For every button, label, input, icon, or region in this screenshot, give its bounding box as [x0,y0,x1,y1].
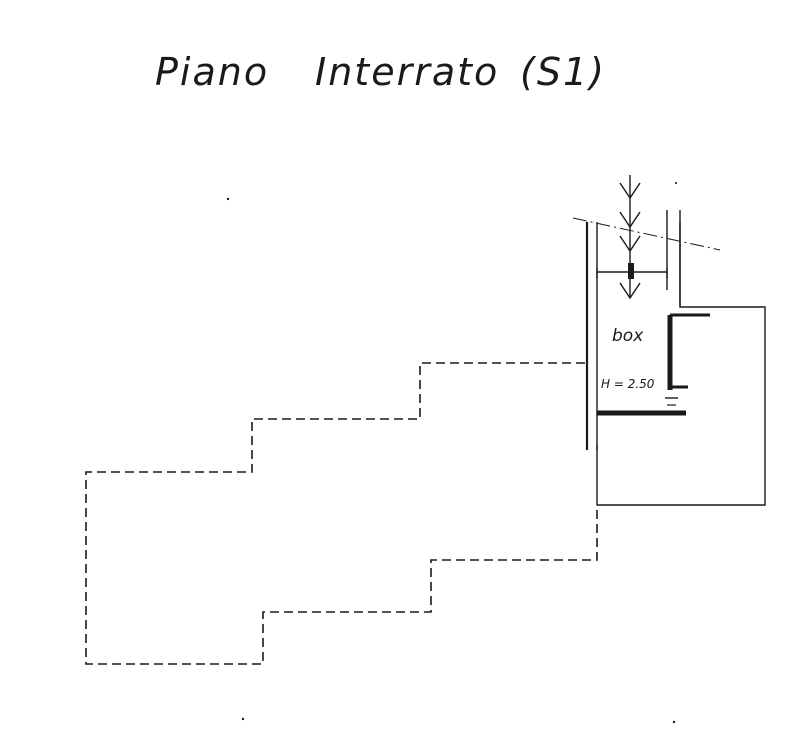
box-walls [597,313,710,416]
plan-title: Piano Interrato (S1) [155,50,606,94]
garage-door [596,263,668,279]
title-word-interrato: Interrato [315,50,499,94]
title-word-piano: Piano [155,50,269,94]
basement-boundary-outline [596,222,766,506]
scan-specks [226,182,677,724]
room-label-box: box [612,326,644,346]
room-height-label: H = 2.50 [601,377,655,391]
entrance-direction-arrows [619,175,641,300]
title-level-code: (S1) [520,50,606,94]
building-footprint-dashed-outline [85,362,598,665]
section-line [572,217,721,251]
